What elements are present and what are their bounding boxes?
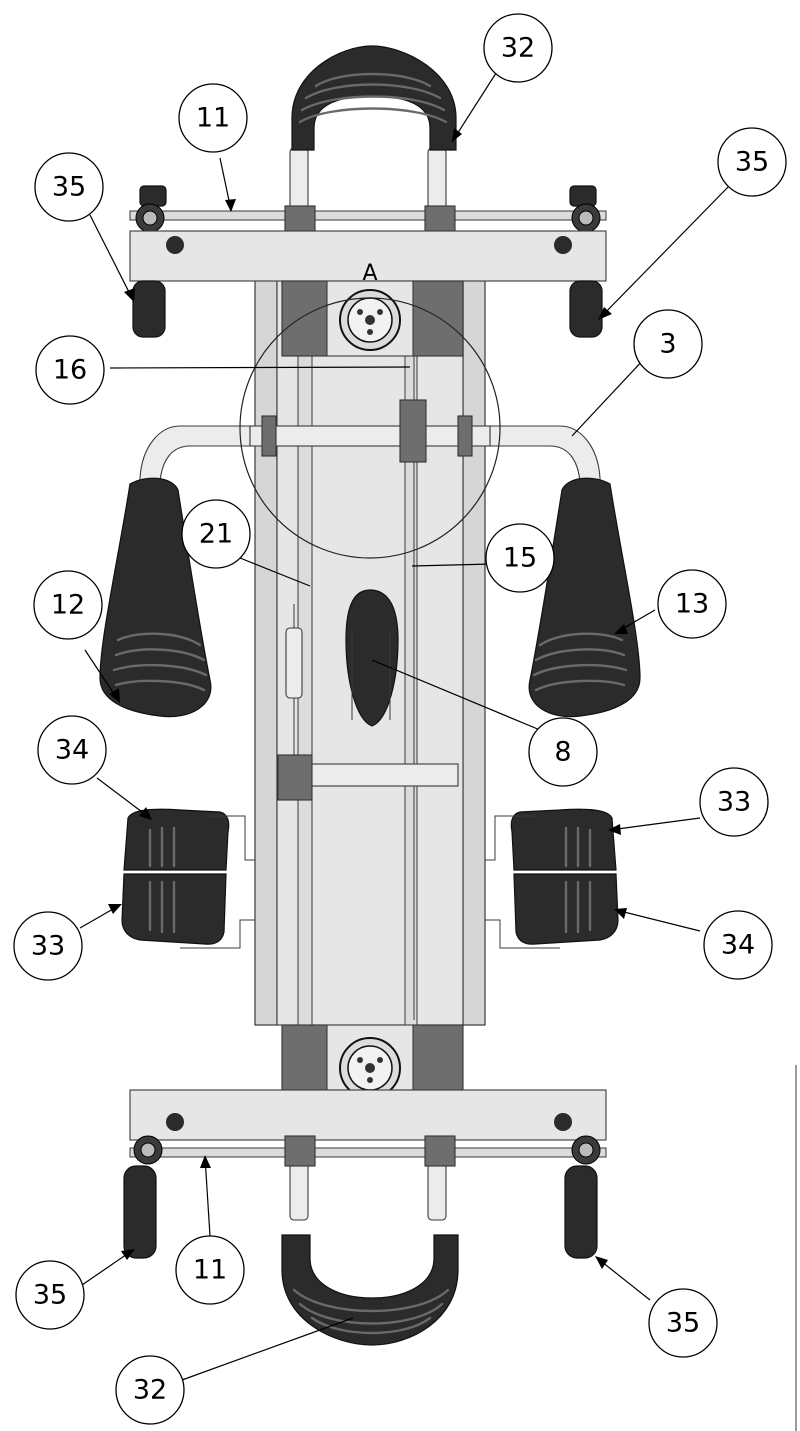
callout-34-left: 34 <box>37 715 107 785</box>
callout-35-top-left: 35 <box>34 152 104 222</box>
callout-label: 35 <box>666 1308 700 1339</box>
foot-pedals <box>121 808 619 949</box>
callout-35-bottom-left: 35 <box>15 1260 85 1330</box>
callout-11-top: 11 <box>178 83 248 153</box>
callout-label: 34 <box>55 735 89 766</box>
callout-label: 11 <box>193 1255 227 1286</box>
callout-label: 21 <box>199 519 233 550</box>
callout-label: 35 <box>735 147 769 178</box>
callout-label: 3 <box>659 329 676 360</box>
callout-label: 12 <box>51 590 85 621</box>
callout-33-left: 33 <box>13 911 83 981</box>
callout-11-bottom: 11 <box>175 1235 245 1305</box>
callout-label: 33 <box>31 931 65 962</box>
callout-label: 35 <box>52 172 86 203</box>
callout-label: 33 <box>717 787 751 818</box>
callout-32-bottom: 32 <box>115 1355 185 1425</box>
callout-label: 32 <box>501 33 535 64</box>
handle-bar-assembly <box>99 399 641 718</box>
top-caster-assembly <box>129 45 607 357</box>
callout-34-right: 34 <box>703 910 773 980</box>
callout-8: 8 <box>528 717 598 787</box>
detail-view-a: A <box>239 261 501 559</box>
callout-35-top-right: 35 <box>717 127 787 197</box>
callout-21: 21 <box>181 499 251 569</box>
callout-15: 15 <box>485 523 555 593</box>
callout-3: 3 <box>633 309 703 379</box>
callout-label: 32 <box>133 1375 167 1406</box>
callout-label: 15 <box>503 543 537 574</box>
callout-35-bottom-right: 35 <box>648 1288 718 1358</box>
callout-label: 11 <box>196 103 230 134</box>
leader-lines <box>79 69 731 1381</box>
callout-label: 34 <box>721 930 755 961</box>
callout-label: 8 <box>554 737 571 768</box>
callout-33-right: 33 <box>699 767 769 837</box>
detail-view-letter: A <box>362 261 377 286</box>
bottom-caster-assembly <box>123 1024 607 1346</box>
callout-label: 13 <box>675 589 709 620</box>
callout-32-top: 32 <box>483 13 553 83</box>
center-mechanism <box>277 589 459 801</box>
callout-16: 16 <box>35 335 105 405</box>
callout-13: 13 <box>657 569 727 639</box>
callout-12: 12 <box>33 570 103 640</box>
callout-label: 16 <box>53 355 87 386</box>
callout-label: 35 <box>33 1280 67 1311</box>
main-frame <box>254 269 486 1026</box>
